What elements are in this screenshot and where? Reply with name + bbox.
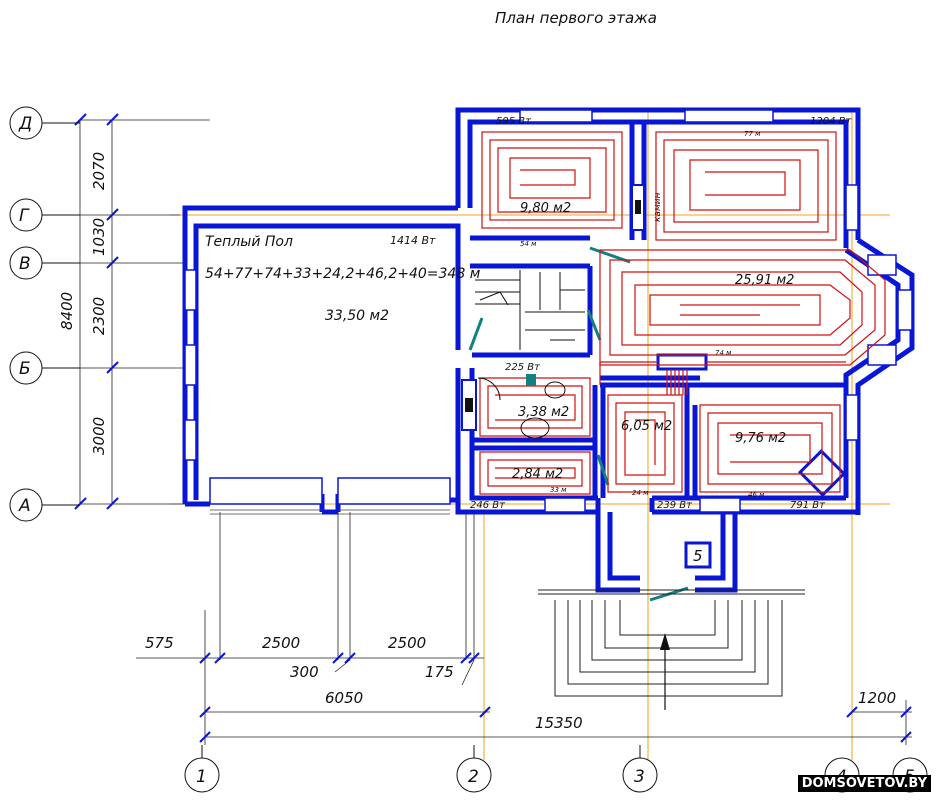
- room2-pipe-length: 77 м: [744, 130, 761, 138]
- dim-1200: 1200: [858, 689, 896, 707]
- dim-300: 300: [290, 663, 319, 681]
- dim-2300: 2300: [90, 297, 108, 335]
- dimension-ticks: [74, 113, 912, 743]
- room6-power: 791 Вт: [790, 500, 826, 511]
- dim-2500-b: 2500: [388, 634, 426, 652]
- walls: [182, 107, 915, 593]
- windows: [184, 109, 913, 513]
- room4-power: 246 Вт: [470, 500, 506, 511]
- valve-marker: [526, 374, 536, 386]
- porch-steps: [538, 589, 805, 697]
- axis-label-v: В: [19, 254, 31, 274]
- axis-label-b: Б: [19, 359, 31, 379]
- axis-label-g: Г: [19, 206, 30, 226]
- bathroom-fixtures: [477, 377, 566, 439]
- axis-label-a: А: [18, 496, 31, 516]
- warm-floor-area: 33,50 м2: [325, 308, 389, 324]
- room2-area: 25,91 м2: [735, 273, 794, 288]
- room5-area: 6,05 м2: [621, 419, 672, 434]
- dim-175: 175: [425, 663, 454, 681]
- room2-power: 1204 Вт: [810, 116, 852, 127]
- axis-label-2: 2: [468, 767, 479, 787]
- room1-area: 9,80 м2: [520, 201, 571, 216]
- room4-pipe-length: 33 м: [550, 486, 567, 494]
- room3-power: 225 Вт: [505, 362, 541, 373]
- window-sills: [210, 509, 450, 515]
- drawing-title: План первого этажа: [495, 9, 657, 27]
- dim-6050: 6050: [325, 689, 363, 707]
- staircase: [475, 270, 585, 350]
- room1-power: 595 Вт: [496, 116, 532, 127]
- chimney-label: камин: [653, 192, 663, 222]
- axis-bubbles-letters: [9, 106, 80, 522]
- dim-1030: 1030: [90, 218, 108, 256]
- heating-pipes: [479, 131, 886, 495]
- dim-575: 575: [145, 634, 174, 652]
- extension-lines: [79, 119, 912, 745]
- dim-3000: 3000: [90, 417, 108, 455]
- axis-label-1: 1: [196, 767, 207, 787]
- room4-area: 2,84 м2: [512, 467, 563, 482]
- room5-pipe-length: 24 м: [632, 489, 649, 497]
- entrance-marker-label: 5: [693, 547, 703, 565]
- entrance-arrow: [660, 633, 670, 710]
- axis-label-d: Д: [18, 114, 32, 134]
- warm-floor-title: Теплый Пол: [205, 234, 293, 250]
- entrance-marker-box: [684, 541, 712, 569]
- dim-15350: 15350: [535, 714, 583, 732]
- dim-8400: 8400: [58, 292, 76, 330]
- warm-floor-formula: 54+77+74+33+24,2+46,2+40=348 м: [205, 266, 481, 282]
- room3-area: 3,38 м2: [518, 405, 569, 420]
- dim-2500-a: 2500: [262, 634, 300, 652]
- room6-area: 9,76 м2: [735, 431, 786, 446]
- warm-floor-power: 1414 Вт: [390, 234, 436, 247]
- room6-pipe-length: 46 м: [748, 491, 765, 499]
- axis-label-3: 3: [634, 767, 645, 787]
- room1-pipe-length: 54 м: [520, 240, 537, 248]
- room2-pipe-length-2: 74 м: [715, 349, 732, 357]
- site-watermark: DOMSOVETOV.BY: [797, 775, 931, 792]
- dim-2070: 2070: [90, 152, 108, 190]
- room5-power: 239 Вт: [657, 500, 693, 511]
